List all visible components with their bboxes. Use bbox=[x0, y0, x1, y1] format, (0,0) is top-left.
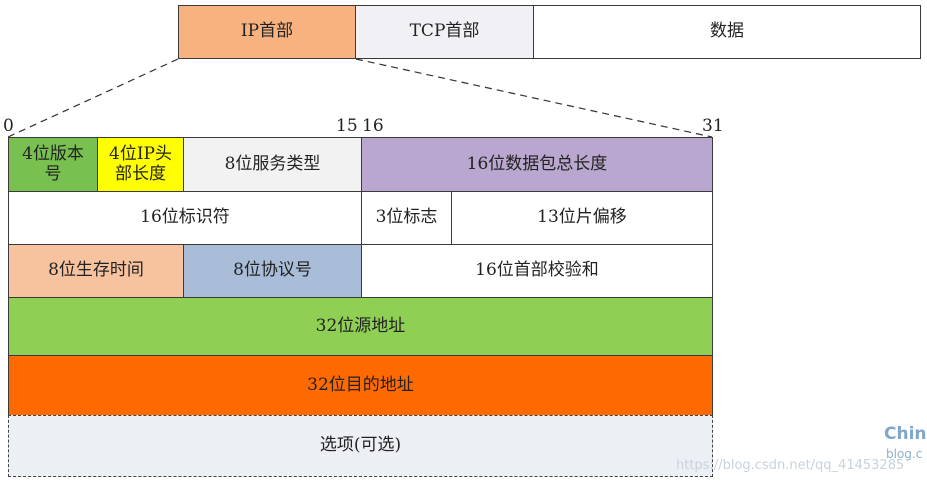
field-fragment-offset: 13位片偏移 bbox=[451, 191, 713, 245]
field-ihl: 4位IP头部长度 bbox=[97, 137, 184, 192]
field-ttl: 8位生存时间 bbox=[8, 244, 184, 298]
bit-label-15: 15 bbox=[336, 116, 358, 136]
field-options: 选项(可选) bbox=[8, 415, 713, 477]
field-tos: 8位服务类型 bbox=[183, 137, 362, 192]
bit-label-16: 16 bbox=[362, 116, 384, 136]
bit-label-0: 0 bbox=[3, 116, 14, 136]
expansion-line-left bbox=[7, 58, 179, 138]
field-version: 4位版本号 bbox=[8, 137, 98, 192]
expansion-line-right bbox=[355, 58, 713, 138]
field-destination-address: 32位目的地址 bbox=[8, 355, 713, 416]
field-identification: 16位标识符 bbox=[8, 191, 362, 245]
data-block: 数据 bbox=[533, 5, 921, 59]
field-total-length: 16位数据包总长度 bbox=[361, 137, 713, 192]
watermark-brand: China bbox=[884, 424, 927, 444]
watermark-url: https://blog.csdn.net/qq_41453285 bbox=[676, 458, 905, 473]
field-flags: 3位标志 bbox=[361, 191, 452, 245]
field-protocol: 8位协议号 bbox=[183, 244, 362, 298]
bit-label-31: 31 bbox=[702, 116, 724, 136]
watermark-brand-sub: blog.c bbox=[886, 447, 923, 461]
ip-header-block: IP首部 bbox=[178, 5, 356, 59]
tcp-header-block: TCP首部 bbox=[355, 5, 534, 59]
field-checksum: 16位首部校验和 bbox=[361, 244, 713, 298]
field-source-address: 32位源地址 bbox=[8, 297, 713, 356]
